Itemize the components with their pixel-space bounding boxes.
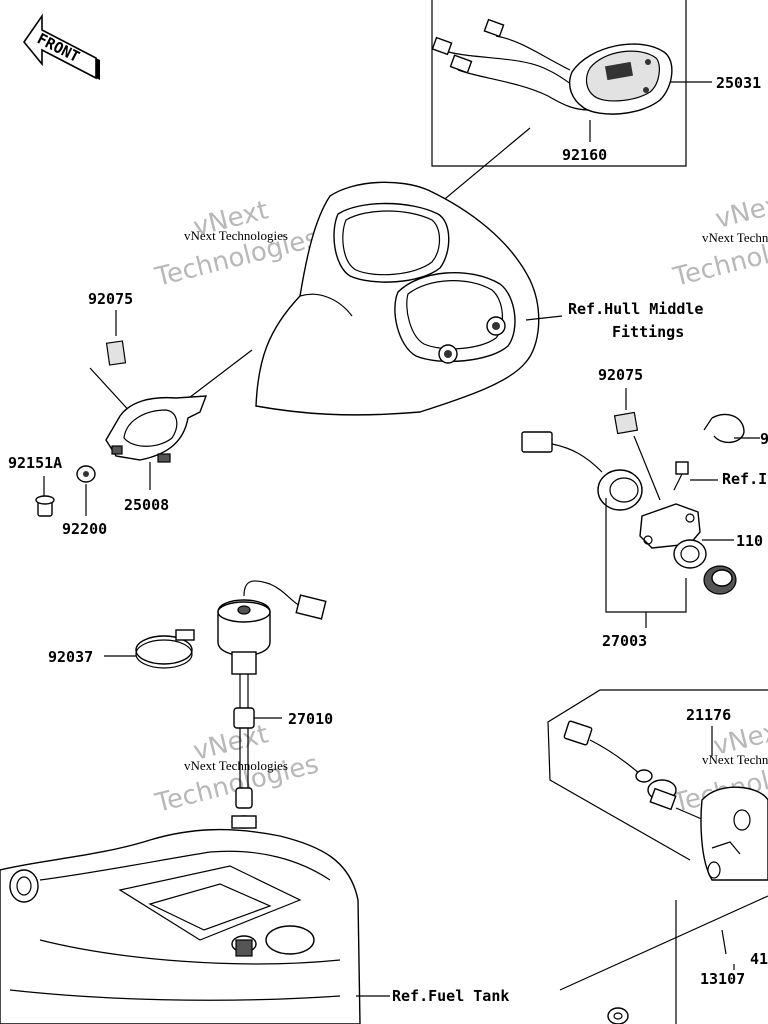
bracket-group: 92075 25008: [88, 290, 253, 514]
watermark-company: vNext Technologies: [184, 228, 288, 243]
watermark-word1-right: vNext: [712, 187, 768, 234]
watermark-top: vNext Technologies vNext Technologies: [151, 195, 321, 293]
fuel-tank: Ref.Fuel Tank: [0, 828, 509, 1024]
label-27010: 27010: [288, 710, 333, 728]
label-25008: 25008: [124, 496, 169, 514]
label-13107: 13107: [700, 970, 745, 988]
label-27003: 27003: [602, 632, 647, 650]
label-92160: 92160: [562, 146, 607, 164]
label-110: 110: [736, 532, 763, 550]
label-25031: 25031: [716, 74, 761, 92]
front-arrow: FRONT: [22, 13, 100, 80]
ref-hull-middle-1: Ref.Hull Middle: [568, 300, 703, 318]
switch-group: 92075 Ref.I 9 110 27003: [521, 366, 768, 650]
label-92075-left: 92075: [88, 290, 133, 308]
bolt-washer: 92151A 92200: [8, 454, 107, 538]
label-92037: 92037: [48, 648, 93, 666]
meter-assembly: 25031 92160: [431, 0, 761, 167]
label-92151A: 92151A: [8, 454, 62, 472]
label-41: 41: [750, 950, 768, 968]
label-9-clip: 9: [760, 430, 768, 448]
label-92200: 92200: [62, 520, 107, 538]
lanyard-assembly: 21176 13107 41: [547, 689, 768, 1024]
label-21176: 21176: [686, 706, 731, 724]
ref-fuel-tank: Ref.Fuel Tank: [392, 987, 509, 1005]
watermark-company-rb: vNext Technologies: [702, 752, 768, 767]
hull-cowl: Ref.Hull Middle Fittings: [255, 181, 703, 416]
watermark-right-top: vNext Technologies vNext Technologies: [669, 187, 768, 293]
watermark-company-right: vNext Technologies: [702, 230, 768, 245]
watermark-company-mid: vNext Technologies: [184, 758, 288, 773]
ref-hull-middle-2: Fittings: [612, 323, 684, 341]
hose-clamp: 92037: [48, 629, 195, 669]
ref-right-edge: Ref.I: [722, 470, 767, 488]
label-92075-right: 92075: [598, 366, 643, 384]
